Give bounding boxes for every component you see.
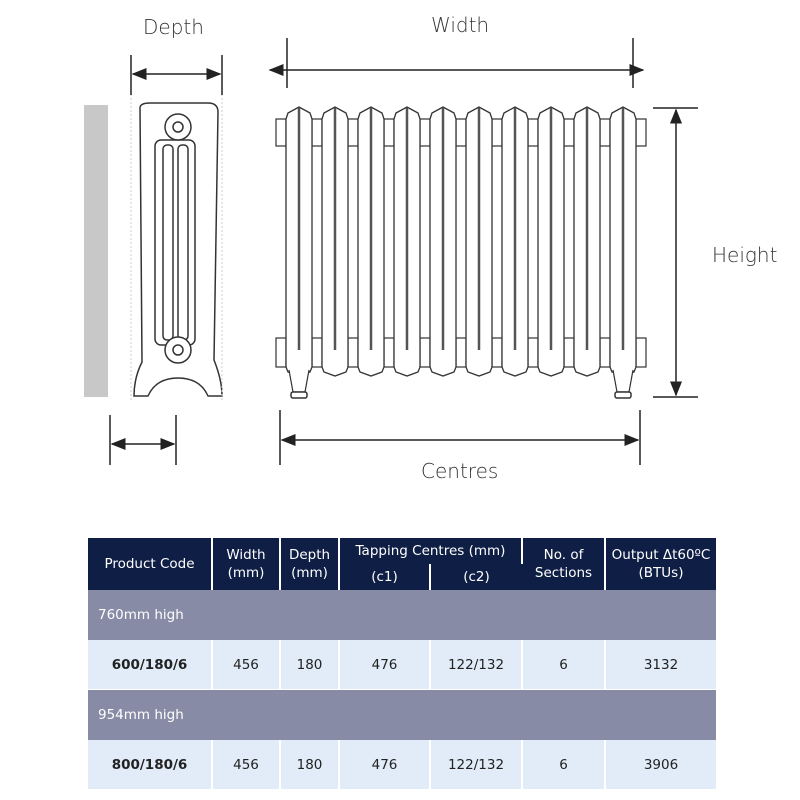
header-c2: (c2): [430, 564, 522, 590]
radiator-foot: [612, 369, 634, 393]
table-row: 600/180/6 456 180 476 122/132 6 3132: [88, 640, 716, 690]
radiator-side-view: [133, 102, 223, 397]
radiator-diagram: [84, 38, 698, 465]
header-sections: No. of Sections: [522, 538, 606, 590]
section-connector: [599, 118, 611, 147]
section-connector: [455, 118, 467, 147]
cell-width: 456: [212, 640, 281, 690]
cell-depth: 180: [280, 740, 340, 790]
section-connector: [275, 337, 287, 368]
centres-label: Centres: [421, 459, 499, 483]
cell-width: 456: [212, 740, 281, 790]
cell-c2: 122/132: [430, 740, 523, 790]
radiator-foot-pad: [290, 391, 308, 399]
header-output: Output Δt60ºC (BTUs): [605, 538, 716, 590]
radiator-foot: [288, 369, 310, 393]
header-product-code: Product Code: [88, 538, 213, 590]
section-connector: [383, 337, 395, 368]
cell-output: 3906: [605, 740, 716, 790]
cell-sections: 6: [522, 740, 606, 790]
section-connector: [491, 337, 503, 368]
cell-sections: 6: [522, 640, 606, 690]
section-connector: [455, 337, 467, 368]
table-row: 800/180/6 456 180 476 122/132 6 3906: [88, 740, 716, 790]
wall: [84, 105, 108, 397]
cell-code: 600/180/6: [88, 640, 213, 690]
cell-c1: 476: [339, 740, 431, 790]
section-connector: [599, 337, 611, 368]
radiator-foot-pad: [614, 391, 632, 399]
section-connector: [347, 118, 359, 147]
width-label: Width: [431, 13, 490, 37]
section-connector: [383, 118, 395, 147]
section-connector: [311, 118, 323, 147]
cell-depth: 180: [280, 640, 340, 690]
spec-table: Product Code Width (mm) Depth (mm) Tappi…: [88, 538, 716, 790]
height-label: Height: [712, 243, 778, 267]
header-width: Width (mm): [212, 538, 281, 590]
cell-c1: 476: [339, 640, 431, 690]
section-connector: [527, 118, 539, 147]
section-connector: [419, 337, 431, 368]
section-connector: [311, 337, 323, 368]
section-connector: [635, 337, 647, 368]
section-connector: [347, 337, 359, 368]
section-connector: [275, 118, 287, 147]
cell-output: 3132: [605, 640, 716, 690]
section-connector: [491, 118, 503, 147]
group-header: 760mm high: [88, 590, 716, 640]
depth-label: Depth: [143, 15, 204, 39]
header-c1: (c1): [339, 564, 431, 590]
section-connector: [527, 337, 539, 368]
group-header: 954mm high: [88, 689, 716, 740]
section-connector: [563, 118, 575, 147]
cell-c2: 122/132: [430, 640, 523, 690]
radiator-front-view: [275, 106, 647, 399]
section-connector: [563, 337, 575, 368]
cell-code: 800/180/6: [88, 740, 213, 790]
header-depth: Depth (mm): [280, 538, 340, 590]
header-tapping-centres: Tapping Centres (mm): [339, 538, 523, 564]
section-connector: [635, 118, 647, 147]
section-connector: [419, 118, 431, 147]
